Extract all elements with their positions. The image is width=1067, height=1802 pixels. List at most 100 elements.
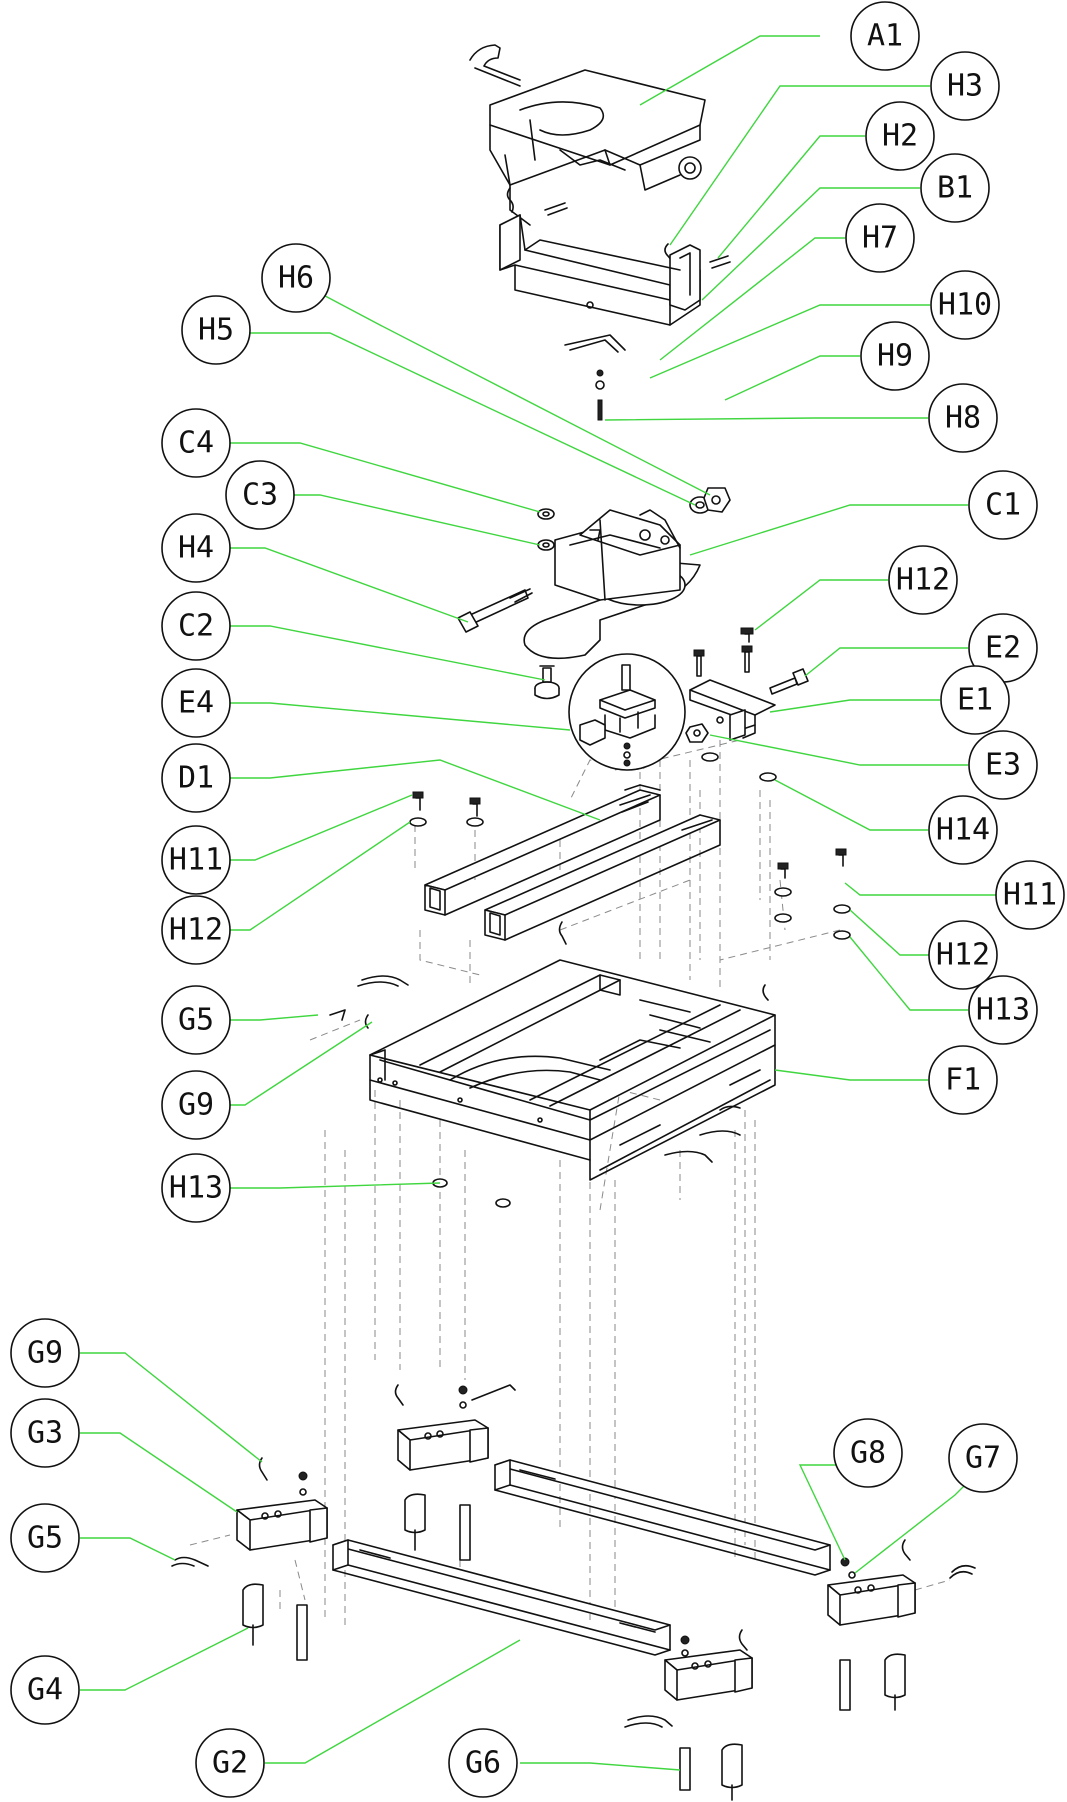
svg-text:H11: H11 — [169, 843, 223, 878]
callout-g6: G6 — [448, 1728, 518, 1798]
callout-h9: H9 — [860, 321, 930, 391]
svg-text:H3: H3 — [947, 69, 983, 104]
small-washers-mid — [409, 752, 851, 940]
svg-text:A1: A1 — [867, 19, 903, 54]
svg-text:H11: H11 — [1003, 878, 1057, 913]
callout-h3: H3 — [930, 51, 1000, 121]
callout-h11-right: H11 — [995, 860, 1065, 930]
svg-text:H12: H12 — [896, 563, 950, 598]
callout-h13-right: H13 — [968, 975, 1038, 1045]
callout-g5-lower: G5 — [10, 1503, 80, 1573]
callout-d1: D1 — [161, 743, 231, 813]
part-h12-top-screw — [740, 627, 754, 643]
svg-text:G9: G9 — [27, 1336, 63, 1371]
svg-text:G7: G7 — [965, 1441, 1001, 1476]
svg-text:G4: G4 — [27, 1673, 63, 1708]
parts-c3-c4-washer-nut — [537, 508, 555, 551]
callout-h12-right: H12 — [928, 920, 998, 990]
callout-h12-top: H12 — [888, 545, 958, 615]
part-g3-block-left — [236, 1457, 328, 1661]
svg-text:H8: H8 — [945, 401, 981, 436]
part-e3-nut — [685, 723, 709, 743]
callout-c1: C1 — [968, 470, 1038, 540]
callout-c4: C4 — [161, 408, 231, 478]
svg-text:H9: H9 — [877, 339, 913, 374]
part-g2-long-tube-rear — [494, 1459, 831, 1576]
callout-h12-left: H12 — [161, 895, 231, 965]
svg-text:G2: G2 — [212, 1746, 248, 1781]
svg-text:H10: H10 — [938, 288, 992, 323]
callout-a1: A1 — [850, 1, 920, 71]
callout-h6: H6 — [261, 243, 331, 313]
callout-h8: H8 — [928, 383, 998, 453]
part-b1-cradle — [499, 214, 701, 421]
part-e1-bracket — [689, 645, 776, 741]
svg-text:E2: E2 — [985, 631, 1021, 666]
part-a1-hitch-head — [469, 44, 706, 226]
svg-text:E1: E1 — [957, 683, 993, 718]
part-g2-long-tube-front — [332, 1539, 671, 1656]
part-e4-detail-view — [568, 653, 686, 771]
callout-h7: H7 — [845, 203, 915, 273]
callout-g4: G4 — [10, 1655, 80, 1725]
frame-top-pins — [329, 921, 769, 1029]
callout-e1: E1 — [940, 665, 1010, 735]
svg-text:H4: H4 — [178, 531, 214, 566]
svg-text:B1: B1 — [937, 171, 973, 206]
svg-text:H12: H12 — [169, 913, 223, 948]
part-d1-rails — [424, 784, 721, 941]
callout-f1: F1 — [928, 1045, 998, 1115]
callout-g7: G7 — [948, 1423, 1018, 1493]
svg-text:H7: H7 — [862, 221, 898, 256]
callout-g9-lower: G9 — [10, 1318, 80, 1388]
callout-g3: G3 — [10, 1398, 80, 1468]
svg-text:H13: H13 — [976, 993, 1030, 1028]
svg-text:H13: H13 — [169, 1171, 223, 1206]
callout-h2: H2 — [865, 101, 935, 171]
callout-leader-lines — [80, 35, 1015, 1771]
callout-b1: B1 — [920, 153, 990, 223]
svg-text:H6: H6 — [278, 261, 314, 296]
callout-c3: C3 — [225, 460, 295, 530]
callout-h5: H5 — [181, 295, 251, 365]
parts-h5-h6-washer-nut — [689, 487, 731, 514]
part-c1-swivel-base — [523, 509, 701, 660]
callout-h4: H4 — [161, 513, 231, 583]
svg-text:G9: G9 — [178, 1088, 214, 1123]
callout-h11-left: H11 — [161, 825, 231, 895]
svg-text:E4: E4 — [178, 686, 214, 721]
svg-text:G5: G5 — [178, 1003, 214, 1038]
svg-text:C1: C1 — [985, 488, 1021, 523]
callout-h14: H14 — [928, 795, 998, 865]
callout-g2: G2 — [195, 1728, 265, 1798]
part-h4-long-bolt — [457, 588, 533, 633]
svg-text:C4: C4 — [178, 426, 214, 461]
hidden-alignment-lines — [189, 739, 951, 1630]
part-c2-bushing — [534, 665, 560, 700]
svg-text:G3: G3 — [27, 1416, 63, 1451]
part-g5-pin-left — [171, 1556, 209, 1567]
callout-g9-upper: G9 — [161, 1070, 231, 1140]
svg-text:G8: G8 — [850, 1436, 886, 1471]
callout-g5-upper: G5 — [161, 985, 231, 1055]
svg-text:C3: C3 — [242, 478, 278, 513]
svg-text:G5: G5 — [27, 1521, 63, 1556]
part-g3-block-front — [624, 1629, 753, 1801]
callout-h13-left: H13 — [161, 1153, 231, 1223]
svg-text:C2: C2 — [178, 609, 214, 644]
hardware-pins-upper — [506, 187, 731, 269]
callout-c2: C2 — [161, 591, 231, 661]
svg-text:F1: F1 — [945, 1063, 981, 1098]
svg-text:D1: D1 — [178, 761, 214, 796]
part-g3-block-right — [827, 1539, 976, 1711]
svg-text:H14: H14 — [936, 813, 990, 848]
svg-text:H12: H12 — [936, 938, 990, 973]
svg-text:H5: H5 — [198, 313, 234, 348]
part-g3-block-rear — [394, 1384, 516, 1561]
callout-e4: E4 — [161, 668, 231, 738]
callout-g8: G8 — [833, 1418, 903, 1488]
h13-washers-lower — [432, 1178, 511, 1208]
callout-e3: E3 — [968, 730, 1038, 800]
callout-h10: H10 — [930, 270, 1000, 340]
